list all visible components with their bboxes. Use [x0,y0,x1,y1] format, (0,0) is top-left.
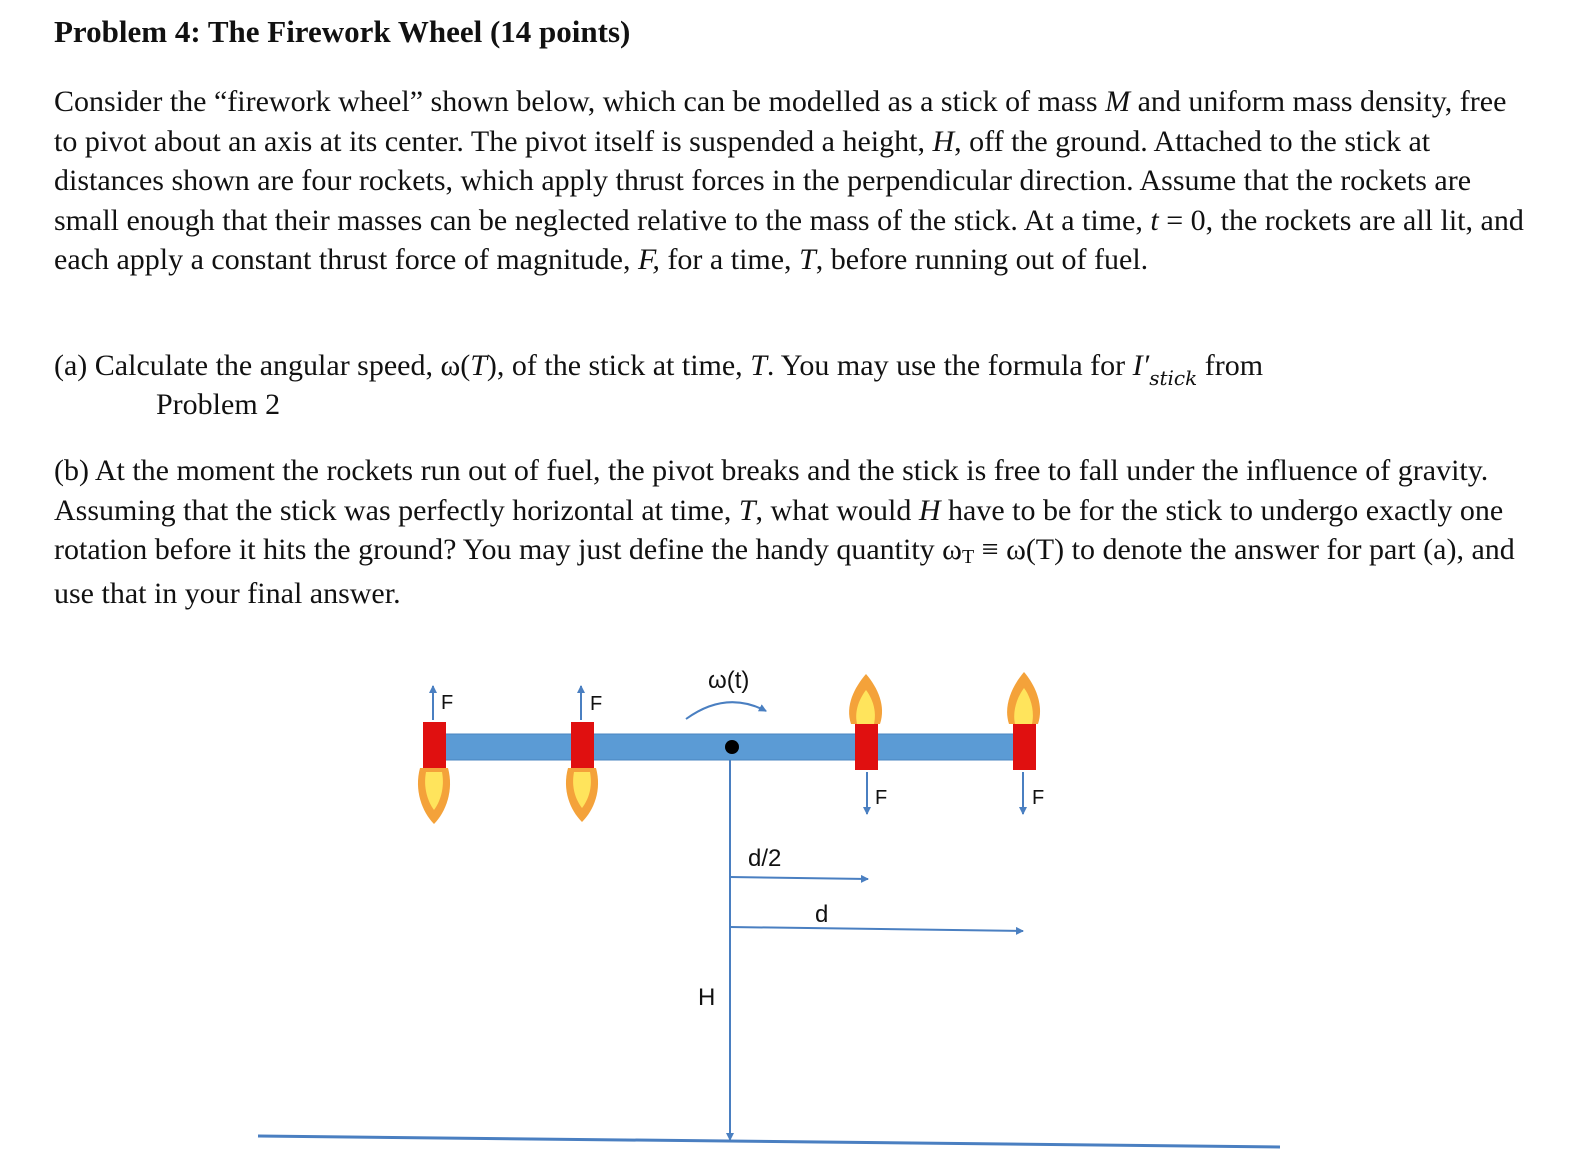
half-distance-arrow [729,874,869,883]
height-label: H [698,984,715,1011]
force-label: F [1032,787,1044,809]
rocket-3: F [849,674,887,815]
part-b-question: (b) At the moment the rockets run out of… [54,454,1515,610]
rocket-body [1013,724,1036,770]
force-label: F [590,693,602,715]
pivot-dot [725,740,739,754]
symbol-I-stick-subscript: stick [1149,366,1198,390]
distance-label: d [815,901,828,928]
part-a-question: (a) Calculate the angular speed, ω(T), o… [54,349,1264,421]
symbol-F: F, [637,243,660,276]
rocket-1: F [417,685,453,824]
ground-line [257,1134,1281,1149]
symbol-H: H [932,124,955,158]
rocket-body [855,724,878,770]
symbol-T: T [799,243,816,276]
rocket-body [571,722,594,768]
flame-core-icon [425,772,443,810]
symbol-t: t [1150,203,1159,237]
intro-paragraph: Consider the “firework wheel” shown belo… [54,85,1524,276]
symbol-M: M [1105,85,1131,118]
force-label: F [441,692,453,714]
force-label: F [875,787,887,809]
omega-label: ω(t) [708,667,749,694]
half-distance-label: d/2 [748,845,781,872]
symbol-I-stick: I′ [1132,349,1150,382]
flame-core-icon [856,690,875,724]
flame-core-icon [573,772,591,808]
rocket-4: F [1007,672,1044,815]
rocket-2: F [565,685,602,822]
distance-arrow [729,926,1024,935]
flame-core-icon [1014,688,1033,724]
problem-title: Problem 4: The Firework Wheel (14 points… [54,14,631,49]
rocket-body [423,722,446,768]
rotation-arrow [685,701,767,720]
